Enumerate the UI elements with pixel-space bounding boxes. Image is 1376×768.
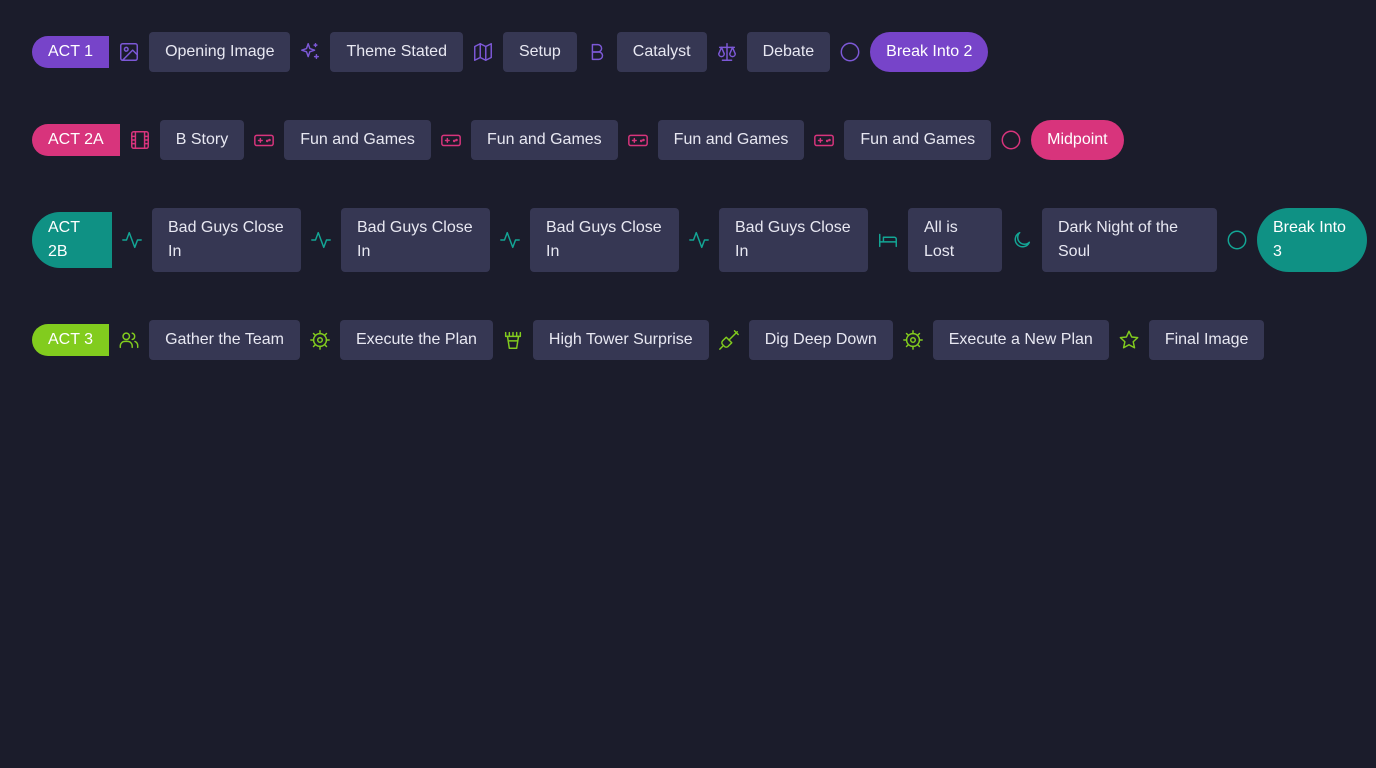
act-2a-row: ACT 2A B Story Fun and Games Fun and Gam…	[32, 120, 1124, 160]
beat-execute-a-new-plan[interactable]: Execute a New Plan	[932, 320, 1109, 360]
gamepad-icon	[244, 128, 284, 152]
beat-setup[interactable]: Setup	[502, 32, 577, 72]
gear-icon	[893, 328, 933, 352]
gamepad-icon	[618, 128, 658, 152]
beat-catalyst[interactable]: Catalyst	[616, 32, 707, 72]
beat-bad-guys-close-in-3[interactable]: Bad Guys Close In	[530, 208, 679, 272]
bed-icon	[868, 228, 908, 252]
beat-break-into-2[interactable]: Break Into 2	[870, 32, 989, 72]
beat-fun-and-games-4[interactable]: Fun and Games	[844, 120, 992, 160]
tower-icon	[493, 328, 533, 352]
beat-high-tower-surprise[interactable]: High Tower Surprise	[532, 320, 709, 360]
beat-final-image[interactable]: Final Image	[1148, 320, 1265, 360]
beat-execute-the-plan[interactable]: Execute the Plan	[339, 320, 493, 360]
beat-theme-stated[interactable]: Theme Stated	[330, 32, 463, 72]
beat-dark-night-of-the-soul[interactable]: Dark Night of the Soul	[1042, 208, 1217, 272]
act-2a-label: ACT 2A	[32, 124, 120, 156]
pulse-icon	[112, 228, 152, 252]
scale-icon	[707, 40, 747, 64]
gamepad-icon	[431, 128, 471, 152]
beat-all-is-lost[interactable]: All is Lost	[908, 208, 1002, 272]
image-icon	[109, 40, 149, 64]
pulse-icon	[679, 228, 719, 252]
beat-fun-and-games-3[interactable]: Fun and Games	[657, 120, 805, 160]
circle-icon	[991, 128, 1031, 152]
beat-fun-and-games-2[interactable]: Fun and Games	[470, 120, 618, 160]
sparkles-icon	[290, 40, 330, 64]
beat-midpoint[interactable]: Midpoint	[1031, 120, 1124, 160]
act-3-row: ACT 3 Gather the Team Execute the Plan H…	[32, 320, 1265, 360]
beat-bad-guys-close-in-1[interactable]: Bad Guys Close In	[152, 208, 301, 272]
bold-b-icon	[577, 40, 617, 64]
act-3-label: ACT 3	[32, 324, 110, 356]
beat-bad-guys-close-in-2[interactable]: Bad Guys Close In	[341, 208, 490, 272]
beat-opening-image[interactable]: Opening Image	[149, 32, 291, 72]
users-icon	[109, 328, 149, 352]
beat-debate[interactable]: Debate	[746, 32, 831, 72]
circle-icon	[1217, 228, 1257, 252]
pulse-icon	[490, 228, 530, 252]
pulse-icon	[301, 228, 341, 252]
circle-icon	[830, 40, 870, 64]
beat-break-into-3[interactable]: Break Into 3	[1257, 208, 1367, 272]
beat-fun-and-games-1[interactable]: Fun and Games	[284, 120, 431, 160]
act-2b-row: ACT 2B Bad Guys Close In Bad Guys Close …	[32, 208, 1367, 272]
act-1-label: ACT 1	[32, 36, 110, 68]
beat-bad-guys-close-in-4[interactable]: Bad Guys Close In	[719, 208, 868, 272]
act-1-row: ACT 1 Opening Image Theme Stated Setup C…	[32, 32, 989, 72]
beat-gather-the-team[interactable]: Gather the Team	[149, 320, 300, 360]
beat-b-story[interactable]: B Story	[159, 120, 245, 160]
gamepad-icon	[804, 128, 844, 152]
moon-icon	[1002, 228, 1042, 252]
star-icon	[1109, 328, 1149, 352]
beat-dig-deep-down[interactable]: Dig Deep Down	[748, 320, 893, 360]
film-icon	[120, 128, 160, 152]
map-icon	[463, 40, 503, 64]
shovel-icon	[709, 328, 749, 352]
act-2b-label: ACT 2B	[32, 212, 112, 268]
gear-icon	[300, 328, 340, 352]
